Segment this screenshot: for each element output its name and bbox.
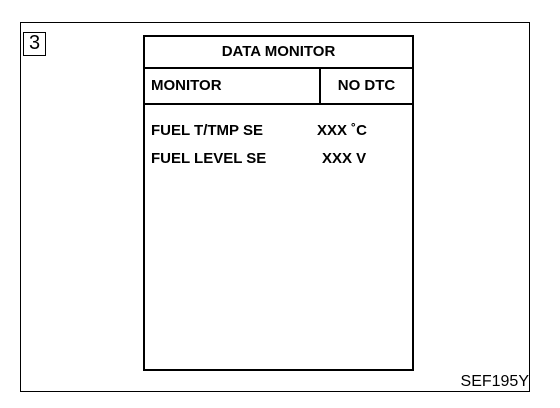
monitor-item-value: XXX ˚C (317, 122, 368, 139)
monitor-item-list: FUEL T/TMP SE XXX ˚C FUEL LEVEL SE XXX V (151, 117, 406, 173)
monitor-item-name: FUEL LEVEL SE (151, 150, 267, 167)
monitor-item-name: FUEL T/TMP SE (151, 122, 263, 139)
monitor-header-row: MONITOR NO DTC (145, 69, 412, 105)
consult-screen: DATA MONITOR MONITOR NO DTC FUEL T/TMP S… (143, 35, 414, 371)
header-divider (319, 69, 321, 103)
monitor-item-row: FUEL LEVEL SE XXX V (151, 145, 406, 173)
monitor-column-label: MONITOR (151, 77, 222, 94)
step-number-badge: 3 (23, 32, 46, 56)
screen-title: DATA MONITOR (145, 37, 412, 69)
figure-frame (20, 22, 530, 392)
dtc-status-label: NO DTC (337, 77, 396, 94)
figure-code: SEF195Y (460, 373, 529, 390)
monitor-item-row: FUEL T/TMP SE XXX ˚C (151, 117, 406, 145)
monitor-item-value: XXX V (322, 150, 367, 167)
